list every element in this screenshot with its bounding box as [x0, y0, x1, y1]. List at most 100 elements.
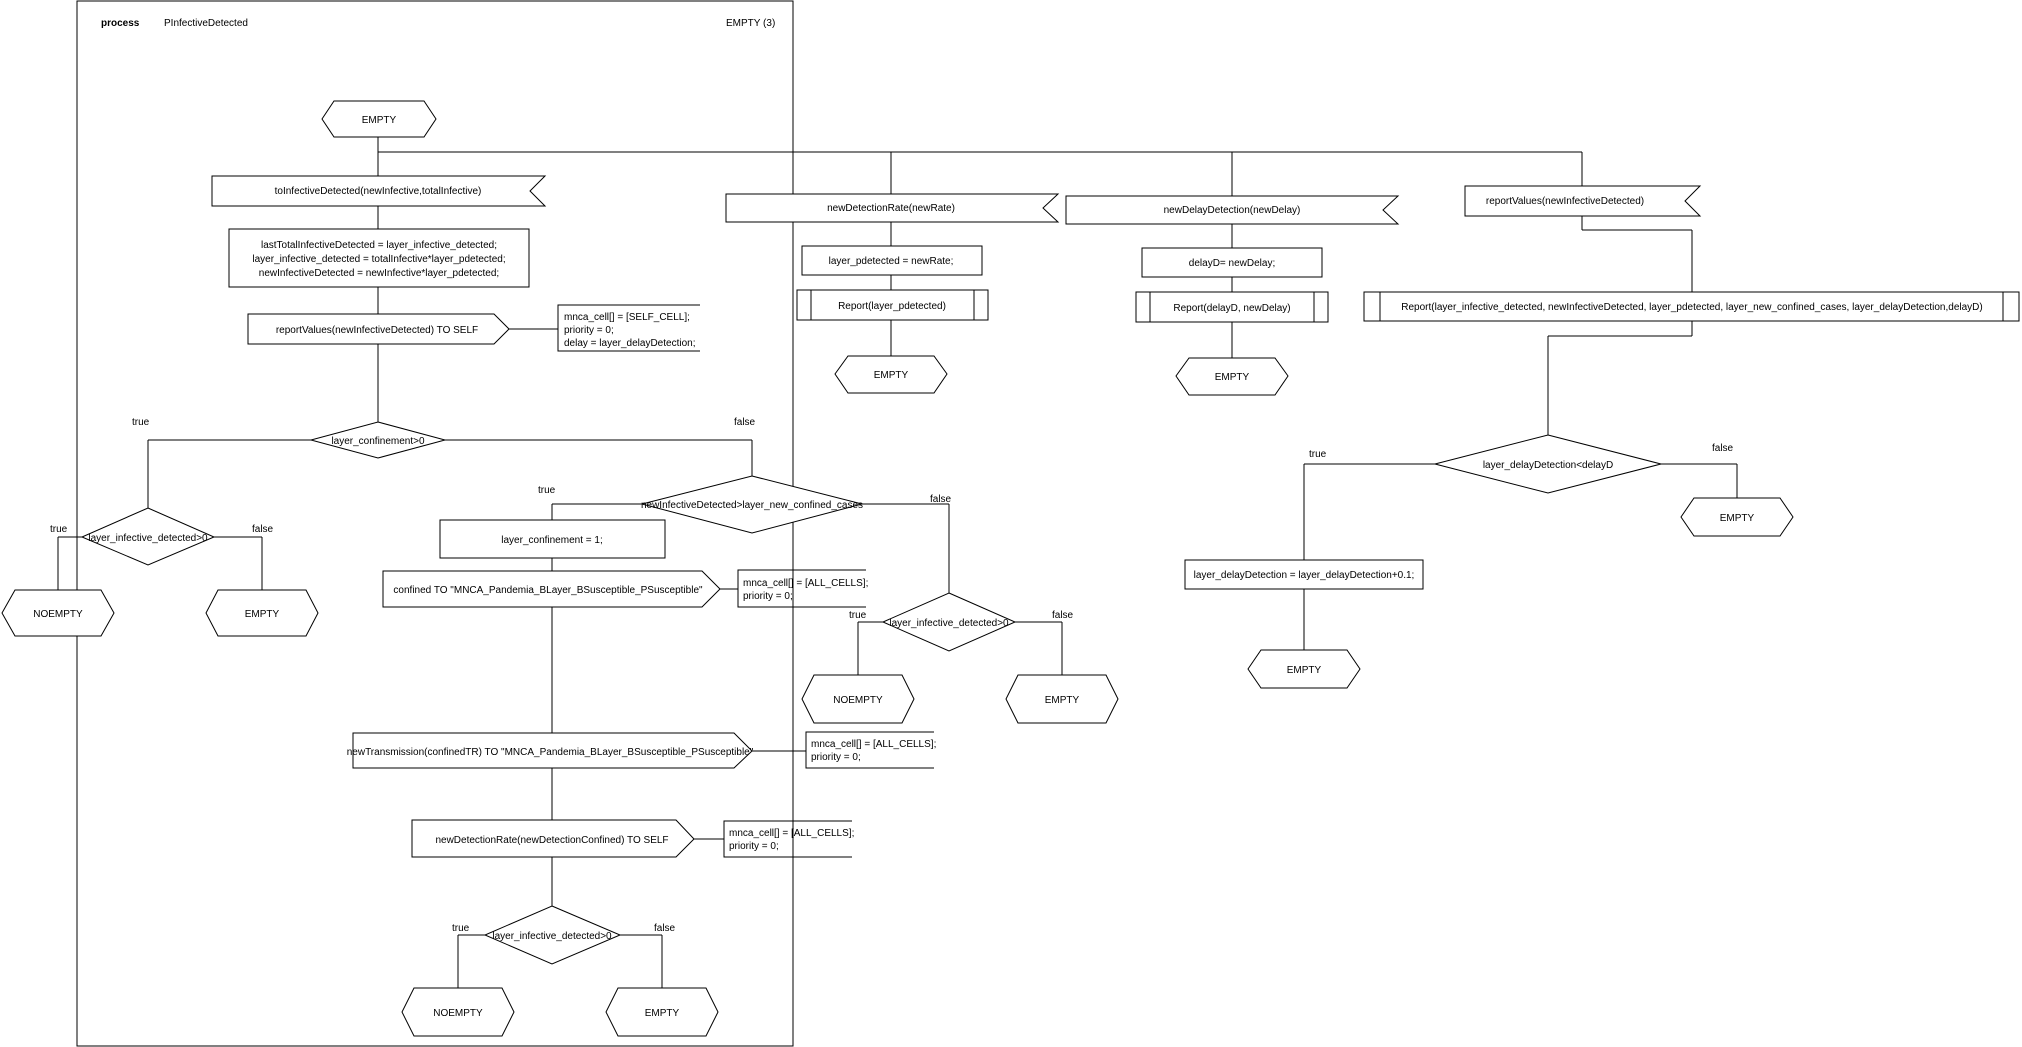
svg-text:layer_infective_detected>0: layer_infective_detected>0 [492, 931, 612, 942]
state-empty-c: EMPTY [605, 987, 719, 1037]
decision-infective-c: layer_infective_detected>0 [483, 905, 622, 965]
svg-text:layer_infective_detected>0: layer_infective_detected>0 [889, 618, 1009, 629]
state-empty-a: EMPTY [205, 589, 319, 637]
process-state-count: EMPTY (3) [726, 18, 775, 29]
input-new-delay-detection: newDelayDetection(newDelay) [1065, 195, 1400, 225]
comment-confined: mnca_cell[] = [ALL_CELLS]; priority = 0; [737, 569, 868, 608]
decision-confinement: layer_confinement>0 [309, 421, 447, 459]
output-confined: confined TO "MNCA_Pandemia_BLayer_BSusce… [382, 570, 721, 608]
state-empty-delay: EMPTY [1175, 357, 1289, 396]
process-frame [76, 0, 794, 1047]
decision-infective-a: layer_infective_detected>0 [80, 507, 216, 566]
svg-text:EMPTY: EMPTY [1215, 372, 1250, 383]
svg-text:EMPTY: EMPTY [1720, 513, 1755, 524]
output-new-transmission: newTransmission(confinedTR) TO "MNCA_Pan… [347, 732, 754, 769]
svg-text:priority = 0;: priority = 0; [729, 841, 779, 852]
comment-detection-rate-self: mnca_cell[] = [ALL_CELLS]; priority = 0; [723, 820, 854, 858]
state-empty-delay-true: EMPTY [1247, 649, 1361, 689]
state-noempty-a: NOEMPTY [1, 589, 115, 637]
output-report-values-self: reportValues(newInfectiveDetected) TO SE… [247, 313, 510, 345]
svg-text:layer_confinement>0: layer_confinement>0 [331, 436, 425, 447]
procedure-report-delay: Report(delayD, newDelay) [1135, 291, 1329, 323]
svg-text:mnca_cell[] = [ALL_CELLS];: mnca_cell[] = [ALL_CELLS]; [811, 739, 936, 750]
svg-text:EMPTY: EMPTY [1045, 695, 1080, 706]
svg-text:EMPTY: EMPTY [1287, 665, 1322, 676]
label-false-infective-a: false [252, 524, 274, 535]
state-start: EMPTY [321, 100, 437, 138]
label-false-confinement: false [734, 417, 756, 428]
svg-text:EMPTY: EMPTY [362, 115, 397, 126]
process-name: PInfectiveDetected [164, 18, 248, 29]
svg-text:EMPTY: EMPTY [874, 370, 909, 381]
svg-text:priority = 0;: priority = 0; [743, 591, 793, 602]
svg-text:newTransmission(confinedTR) TO: newTransmission(confinedTR) TO "MNCA_Pan… [347, 747, 754, 758]
decision-infective-b: layer_infective_detected>0 [881, 592, 1017, 652]
task-main-assign: lastTotalInfectiveDetected = layer_infec… [228, 228, 530, 288]
svg-text:layer_infective_detected>0: layer_infective_detected>0 [88, 533, 208, 544]
task-delay-increment: layer_delayDetection = layer_delayDetect… [1184, 559, 1424, 590]
label-true-infective-c: true [452, 923, 470, 934]
svg-text:Report(layer_infective_detecte: Report(layer_infective_detected, newInfe… [1401, 302, 1982, 313]
svg-text:layer_confinement = 1;: layer_confinement = 1; [501, 535, 602, 546]
svg-text:reportValues(newInfectiveDetec: reportValues(newInfectiveDetected) [1486, 196, 1644, 207]
svg-text:layer_pdetected = newRate;: layer_pdetected = newRate; [829, 256, 954, 267]
svg-text:mnca_cell[] = [SELF_CELL];: mnca_cell[] = [SELF_CELL]; [564, 312, 690, 323]
svg-text:layer_delayDetection = layer_d: layer_delayDetection = layer_delayDetect… [1194, 570, 1415, 581]
decision-delay-check: layer_delayDetection<delayD [1434, 434, 1662, 494]
svg-text:EMPTY: EMPTY [645, 1008, 680, 1019]
svg-text:lastTotalInfectiveDetected = l: lastTotalInfectiveDetected = layer_infec… [261, 240, 497, 251]
process-keyword: process [101, 18, 140, 29]
svg-text:NOEMPTY: NOEMPTY [833, 695, 883, 706]
svg-text:priority = 0;: priority = 0; [811, 752, 861, 763]
label-true-delay: true [1309, 449, 1327, 460]
state-empty-delay-false: EMPTY [1680, 497, 1794, 537]
task-confinement-set: layer_confinement = 1; [439, 519, 666, 559]
procedure-report-pdetected: Report(layer_pdetected) [796, 289, 989, 321]
svg-text:newDetectionRate(newDetectionC: newDetectionRate(newDetectionConfined) T… [435, 835, 668, 846]
decision-new-confined: newInfectiveDetected>layer_new_confined_… [640, 475, 864, 534]
state-empty-b: EMPTY [1005, 674, 1119, 724]
output-detection-rate-self: newDetectionRate(newDetectionConfined) T… [411, 819, 695, 858]
state-noempty-c: NOEMPTY [401, 987, 515, 1037]
svg-text:NOEMPTY: NOEMPTY [433, 1008, 483, 1019]
state-empty-rate: EMPTY [834, 355, 948, 394]
svg-text:mnca_cell[] = [ALL_CELLS];: mnca_cell[] = [ALL_CELLS]; [729, 828, 854, 839]
label-true-confinement: true [132, 417, 150, 428]
task-delay-set: delayD= newDelay; [1141, 247, 1323, 278]
comment-new-transmission: mnca_cell[] = [ALL_CELLS]; priority = 0; [805, 731, 936, 769]
state-noempty-b: NOEMPTY [801, 674, 915, 724]
input-report-values: reportValues(newInfectiveDetected) [1464, 185, 1702, 217]
svg-text:newInfectiveDetected>layer_new: newInfectiveDetected>layer_new_confined_… [641, 500, 863, 511]
svg-text:delayD= newDelay;: delayD= newDelay; [1189, 258, 1275, 269]
label-false-new-confined: false [930, 494, 952, 505]
svg-text:Report(delayD, newDelay): Report(delayD, newDelay) [1173, 303, 1290, 314]
task-pdetected-set: layer_pdetected = newRate; [801, 245, 983, 276]
svg-text:newInfectiveDetected = newInfe: newInfectiveDetected = newInfective*laye… [259, 268, 499, 279]
input-to-infective-detected: toInfectiveDetected(newInfective,totalIn… [211, 175, 547, 207]
svg-text:toInfectiveDetected(newInfecti: toInfectiveDetected(newInfective,totalIn… [275, 186, 482, 197]
svg-text:layer_infective_detected = tot: layer_infective_detected = totalInfectiv… [252, 254, 505, 265]
label-false-infective-c: false [654, 923, 676, 934]
procedure-report-all: Report(layer_infective_detected, newInfe… [1363, 291, 2020, 322]
comment-report-self: mnca_cell[] = [SELF_CELL]; priority = 0;… [557, 304, 700, 352]
svg-text:layer_delayDetection<delayD: layer_delayDetection<delayD [1483, 460, 1613, 471]
svg-text:confined TO "MNCA_Pandemia_BLa: confined TO "MNCA_Pandemia_BLayer_BSusce… [393, 585, 703, 596]
svg-text:Report(layer_pdetected): Report(layer_pdetected) [838, 301, 946, 312]
svg-text:mnca_cell[] = [ALL_CELLS];: mnca_cell[] = [ALL_CELLS]; [743, 578, 868, 589]
label-true-infective-b: true [849, 610, 867, 621]
connector-lines [57, 137, 1738, 988]
label-true-infective-a: true [50, 524, 68, 535]
svg-text:delay = layer_delayDetection;: delay = layer_delayDetection; [564, 338, 695, 349]
input-new-detection-rate: newDetectionRate(newRate) [725, 193, 1060, 223]
branch-labels: true false true false true false true fa… [50, 417, 1734, 934]
svg-text:priority = 0;: priority = 0; [564, 325, 614, 336]
svg-text:NOEMPTY: NOEMPTY [33, 609, 83, 620]
label-true-new-confined: true [538, 485, 556, 496]
svg-text:reportValues(newInfectiveDetec: reportValues(newInfectiveDetected) TO SE… [276, 325, 478, 336]
svg-text:EMPTY: EMPTY [245, 609, 280, 620]
label-false-infective-b: false [1052, 610, 1074, 621]
svg-text:newDetectionRate(newRate): newDetectionRate(newRate) [827, 203, 955, 214]
svg-text:newDelayDetection(newDelay): newDelayDetection(newDelay) [1164, 205, 1301, 216]
label-false-delay: false [1712, 443, 1734, 454]
